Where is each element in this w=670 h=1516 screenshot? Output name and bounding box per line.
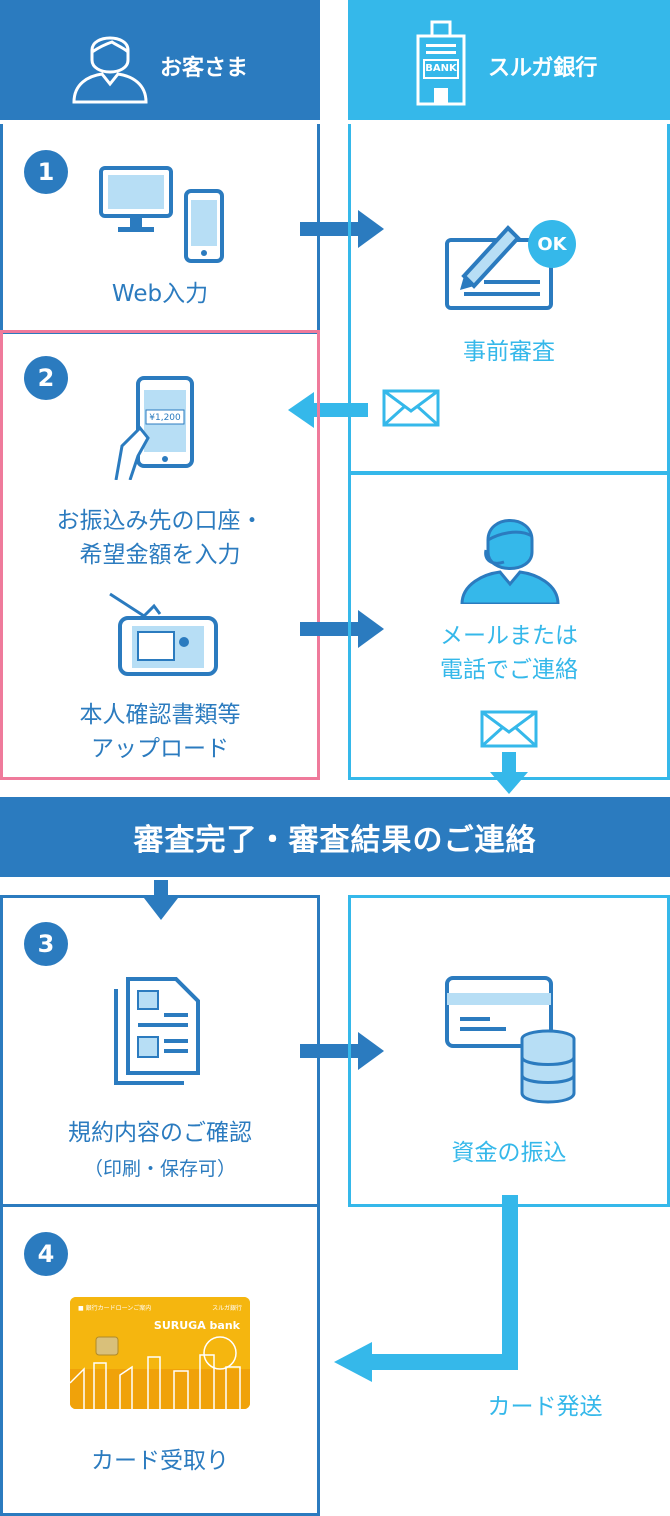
step3-number: 3 (24, 922, 68, 966)
bank-label: スルガ銀行 (488, 56, 598, 81)
step2-box (0, 330, 320, 780)
shipping-connector-vertical (502, 1195, 518, 1370)
arrow-right-icon (300, 1032, 384, 1070)
suruga-card-image: ■ 銀行カードローンご案内 スルガ銀行 SURUGA bank (70, 1297, 250, 1409)
credit-card-coins-icon (444, 975, 578, 1105)
arrow-left-icon (288, 392, 368, 428)
step2-label-line1: お振込み先の口座・ (56, 508, 264, 534)
card-shipping-label: カード発送 (487, 1394, 603, 1420)
contact-label: メールまたは 電話でご連絡 (348, 619, 670, 687)
step4-box (0, 1204, 320, 1516)
arrow-down-icon (490, 752, 528, 794)
document-icon (112, 975, 204, 1087)
arrow-right-icon (300, 210, 384, 248)
id-upload-icon (108, 592, 218, 678)
card-top-text: ■ 銀行カードローンご案内 (78, 1305, 152, 1312)
smartphone-icon (183, 188, 225, 264)
upload-label: 本人確認書類等 アップロード (0, 698, 320, 766)
computer-icon (98, 165, 174, 235)
arrow-right-icon (300, 610, 384, 648)
step2-number: 2 (24, 356, 68, 400)
bank-column-header: BANK スルガ銀行 (348, 0, 670, 120)
screening-label: 事前審査 (463, 339, 555, 365)
contact-label-line2: 電話でご連絡 (440, 657, 578, 683)
step1-label: Web入力 (111, 281, 209, 307)
shipping-connector-horizontal (368, 1354, 518, 1370)
card-brand: SURUGA bank (153, 1319, 240, 1332)
mail-icon (382, 389, 440, 427)
customer-label: お客さま (160, 56, 249, 81)
step2-label: お振込み先の口座・ 希望金額を入力 (0, 504, 320, 572)
operator-icon (458, 500, 562, 604)
ok-badge-icon: OK (528, 220, 576, 268)
step3-label: 規約内容のご確認 (68, 1120, 252, 1146)
step4-number: 4 (24, 1232, 68, 1276)
card-issuer-text: スルガ銀行 (212, 1305, 242, 1312)
phone-hand-icon: ¥1,200 (112, 376, 196, 480)
transfer-label: 資金の振込 (451, 1140, 567, 1166)
upload-label-line2: アップロード (91, 736, 229, 762)
step3-sub: （印刷・保存可） (83, 1158, 236, 1180)
result-banner: 審査完了・審査結果のご連絡 (0, 797, 670, 877)
mail-icon (480, 710, 538, 748)
step1-number: 1 (24, 150, 68, 194)
bank-building-icon: BANK (412, 18, 470, 108)
contact-label-line1: メールまたは (440, 623, 578, 649)
person-icon (68, 24, 152, 104)
phone-amount: ¥1,200 (149, 413, 181, 423)
bank-sign: BANK (425, 63, 457, 74)
upload-label-line1: 本人確認書類等 (79, 702, 241, 728)
customer-column-header: お客さま (0, 0, 320, 120)
step2-label-line2: 希望金額を入力 (79, 542, 241, 568)
step4-label: カード受取り (91, 1448, 229, 1474)
arrow-down-icon (144, 880, 178, 920)
arrow-left-icon (334, 1342, 372, 1382)
form-pen-icon (444, 218, 556, 312)
